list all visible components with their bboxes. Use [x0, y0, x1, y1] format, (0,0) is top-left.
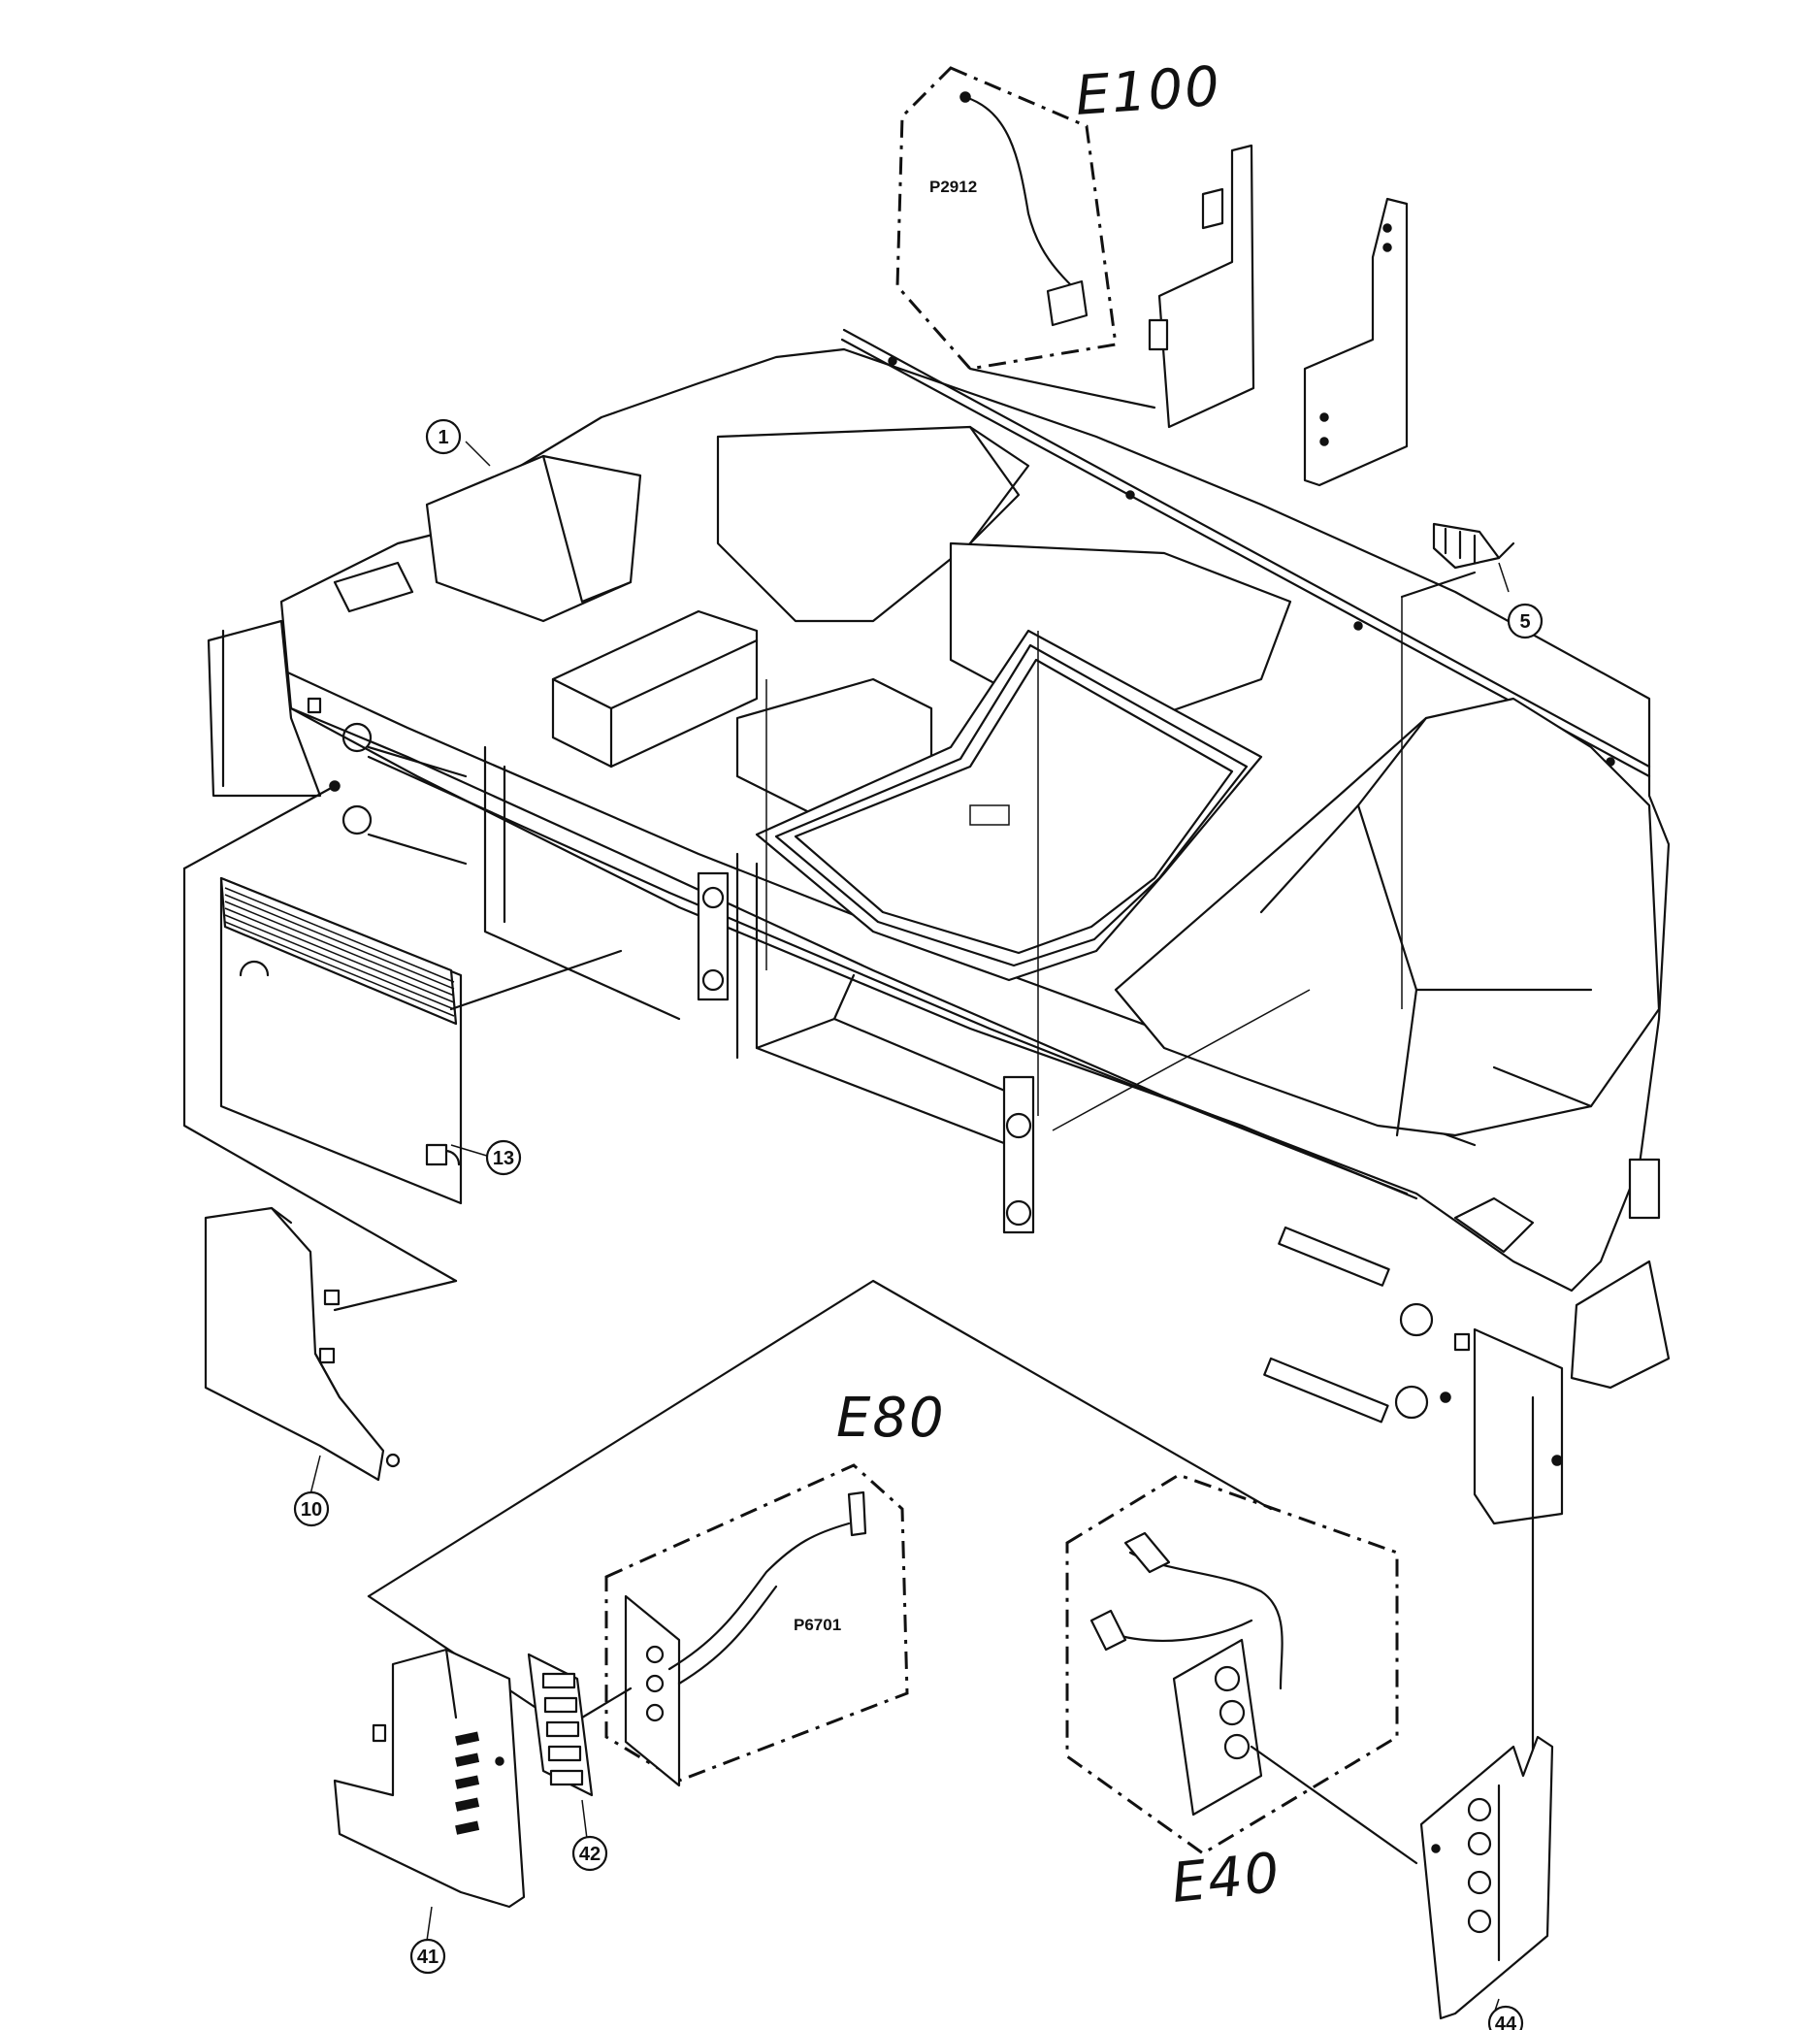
part-41-control-door — [333, 1648, 526, 1909]
part-42-button-strip — [527, 1653, 633, 1797]
part-44-terminal-board — [1419, 1735, 1554, 2020]
part-5-clip — [1432, 522, 1515, 570]
part-13-speaker-grille — [219, 876, 463, 1205]
callout-44: 44 — [1487, 2005, 1524, 2030]
callout-13: 13 — [485, 1139, 522, 1176]
leader-lines — [182, 441, 1510, 2014]
connector-p2912-label: P2912 — [929, 178, 977, 196]
cabinet-body — [207, 328, 1671, 1525]
callout-10-label: 10 — [301, 1499, 322, 1521]
callout-41: 41 — [409, 1938, 446, 1975]
callout-1-label: 1 — [438, 427, 448, 448]
callout-5-label: 5 — [1519, 611, 1530, 633]
callout-1: 1 — [425, 418, 462, 455]
callout-13-label: 13 — [493, 1148, 514, 1169]
connector-p6701-label: P6701 — [794, 1616, 841, 1634]
part-10-side-cover — [204, 1206, 401, 1482]
callout-42-label: 42 — [579, 1844, 601, 1865]
callout-10: 10 — [293, 1490, 330, 1527]
e100-assembly-label: E100 — [1073, 55, 1222, 128]
e40-assembly: E40 — [1065, 1395, 1535, 1915]
callout-5: 5 — [1507, 603, 1544, 639]
e80-assembly: P6701 E80 — [367, 1279, 1273, 1787]
e80-assembly-label: E80 — [836, 1387, 946, 1450]
e100-assembly: P2912 E100 — [895, 55, 1409, 487]
e40-assembly-label: E40 — [1169, 1842, 1284, 1915]
callout-44-label: 44 — [1495, 2014, 1517, 2030]
callout-41-label: 41 — [417, 1947, 439, 1968]
callout-42: 42 — [571, 1835, 608, 1872]
